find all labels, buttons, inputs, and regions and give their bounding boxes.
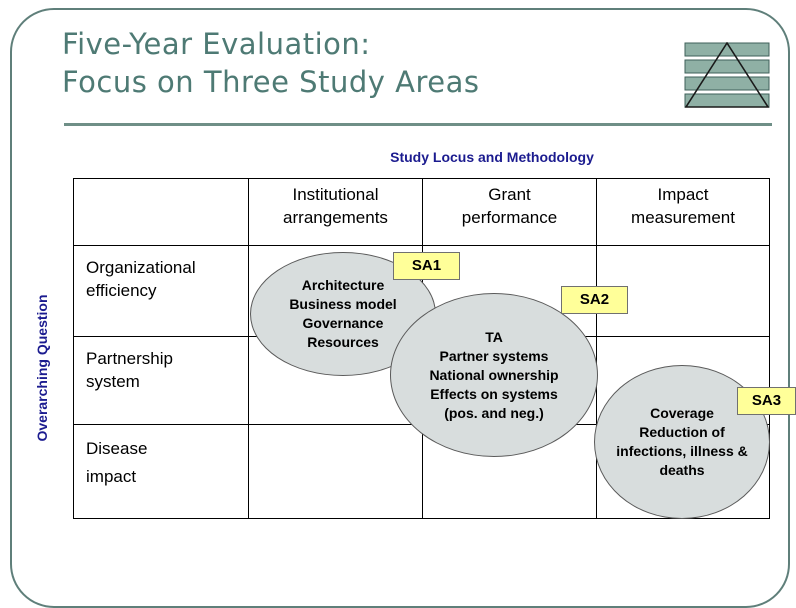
corner-cell <box>73 178 249 246</box>
header-row: Institutional arrangements Grant perform… <box>73 178 770 246</box>
study-area-2-tag: SA2 <box>561 286 628 314</box>
slide-title-line-1: Five-Year Evaluation: <box>62 27 371 61</box>
study-area-item: Governance <box>302 315 384 331</box>
row-axis-title-text: Overarching Question <box>34 294 50 442</box>
column-header-line: arrangements <box>283 208 388 227</box>
study-area-item: (pos. and neg.) <box>444 404 544 421</box>
column-header-line: measurement <box>631 208 735 227</box>
row-header-line: Organizational <box>86 258 196 277</box>
row-header-disease: Disease impact <box>73 424 249 519</box>
slide-title: Five-Year Evaluation: Focus on Three Stu… <box>62 25 479 101</box>
study-area-item: Reduction of <box>639 424 725 440</box>
column-header-line: Grant <box>488 185 531 204</box>
column-header-line: performance <box>461 208 558 227</box>
study-area-1-tag: SA1 <box>393 252 460 280</box>
study-area-item: Architecture <box>301 277 385 293</box>
row-header-line: Partnership <box>86 349 173 368</box>
study-area-item: Coverage <box>650 405 714 421</box>
study-area-3-bubble: Coverage Reduction of infections, illnes… <box>594 365 770 519</box>
title-divider <box>64 123 772 126</box>
study-area-item: deaths <box>659 462 705 478</box>
column-header-institutional: Institutional arrangements <box>248 178 423 246</box>
study-area-item: TA <box>485 328 503 345</box>
column-header-impact: Impact measurement <box>596 178 770 246</box>
stacked-bars-triangle-logo-icon <box>684 42 770 108</box>
study-area-item: Effects on systems <box>430 385 558 402</box>
column-header-grant: Grant performance <box>422 178 597 246</box>
row-header-organizational: Organizational efficiency <box>73 245 249 337</box>
row-header-line: efficiency <box>86 281 157 300</box>
slide-title-line-2: Focus on Three Study Areas <box>62 65 480 99</box>
column-header-line: Impact <box>657 185 709 204</box>
study-area-item: Resources <box>307 334 379 350</box>
row-header-line: system <box>86 372 140 391</box>
row-header-line: impact <box>86 467 137 486</box>
study-area-2-bubble: TA Partner systems National ownership Ef… <box>390 293 598 457</box>
column-header-line: Institutional <box>292 185 379 204</box>
study-area-item: Business model <box>289 296 397 312</box>
column-axis-title: Study Locus and Methodology <box>390 149 594 165</box>
matrix-cell <box>248 424 423 519</box>
study-area-3-tag: SA3 <box>737 387 796 415</box>
row-header-line: Disease <box>86 439 148 458</box>
row-header-partnership: Partnership system <box>73 336 249 425</box>
study-area-item: infections, illness & <box>616 443 748 459</box>
study-area-item: National ownership <box>429 366 559 383</box>
study-area-item: Partner systems <box>439 347 549 364</box>
